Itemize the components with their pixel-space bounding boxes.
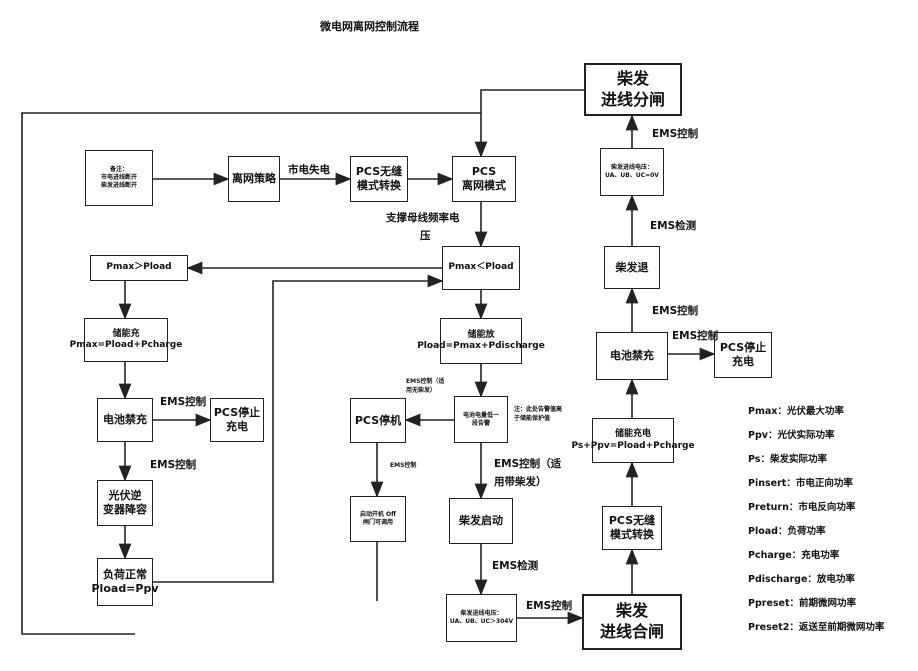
legend-item: Pload：负荷功率	[748, 526, 826, 537]
load-normal-box: 负荷正常 Pload=Ppv	[92, 558, 159, 606]
ems-control-close-label: EMS控制	[526, 600, 573, 612]
diesel-exit-box: 柴发退	[604, 246, 660, 289]
ems-detect-label-2: EMS检测	[650, 220, 697, 232]
ems-detect-label-1: EMS检测	[492, 560, 539, 572]
pcs-offgrid-mode-box: PCS 离网模式	[452, 156, 516, 202]
diesel-start-box: 柴发启动	[449, 498, 513, 544]
legend-item: Preset2：返送至前期微网功率	[748, 622, 885, 633]
legend-item: Ppv：光伏实际功率	[748, 430, 835, 441]
diagram-title: 微电网离网控制流程	[320, 20, 419, 33]
ems-control-label-a: EMS控制	[160, 396, 207, 408]
legend-item: Pmax：光伏最大功率	[748, 406, 844, 417]
pcs-seamless-switch-box-2: PCS无缝 模式转换	[602, 506, 662, 550]
legend-item: Ps：柴发实际功率	[748, 454, 827, 465]
storage-charge-box: 储能充 Pmax=Pload+Pcharge	[70, 318, 182, 362]
ems-control-with-diesel-label-2: 用带柴发）	[494, 476, 547, 488]
legend-item: Pdischarge：放电功率	[748, 574, 855, 585]
ems-control-right-1: EMS控制	[652, 305, 699, 317]
pmax-lt-pload-box: Pmax＜Pload	[442, 246, 520, 290]
battery-no-charge-box: 电池禁充	[97, 398, 153, 442]
support-bus-label-2: 压	[420, 230, 431, 242]
legend-item: Preturn：市电反向功率	[748, 502, 856, 513]
pcs-shutdown-box: PCS停机	[350, 398, 406, 443]
ems-control-with-diesel-label: EMS控制（适	[494, 458, 562, 470]
restart-box: 启动开机 Off 闸门可调用	[350, 496, 406, 542]
diesel-voltage-zero-box: 柴发进线电压： UA、UB、UC=0V	[600, 148, 664, 196]
storage-discharge-box: 储能放 Pload=Pmax+Pdischarge	[417, 318, 545, 364]
ems-control-label-b: EMS控制	[150, 459, 197, 471]
legend: Pmax：光伏最大功率 Ppv：光伏实际功率 Ps：柴发实际功率 Pinsert…	[748, 400, 884, 640]
note-box: 备注： 市电进线断开 柴发进线断开	[85, 150, 153, 206]
ems-control-label-tiny: EMS控制	[390, 462, 417, 469]
pv-inverter-derate-box: 光伏逆 变器降容	[97, 480, 153, 526]
support-bus-label: 支撑母线频率电	[386, 212, 460, 224]
pcs-seamless-switch-box: PCS无缝 模式转换	[350, 156, 408, 202]
diesel-voltage-check-box: 柴发进线电压： UA、UB、UC＞304V	[446, 594, 517, 642]
alarm-note-label: 注：此处告警值高 于储能保护值	[514, 406, 563, 422]
ems-control-right-3: EMS控制	[652, 128, 699, 140]
battery-no-charge-box-2: 电池禁充	[596, 332, 668, 380]
offgrid-strategy-box: 离网策略	[228, 156, 280, 202]
legend-item: Pcharge：充电功率	[748, 550, 840, 561]
ems-control-no-diesel-label: EMS控制（适 用无柴发）	[406, 378, 445, 394]
diesel-close-box: 柴发 进线合闸	[582, 594, 682, 650]
storage-charge-box-2: 储能充电 Ps+Ppv=Pload+Pcharge	[571, 418, 695, 463]
pmax-gt-pload-box: Pmax＞Pload	[90, 255, 188, 281]
ems-control-right-2: EMS控制	[672, 330, 719, 342]
legend-item: Ppreset：前期微网功率	[748, 598, 857, 609]
diesel-open-box: 柴发 进线分闸	[584, 63, 682, 116]
legend-item: Pinsert：市电正向功率	[748, 478, 853, 489]
grid-loss-label: 市电失电	[288, 164, 330, 176]
pcs-stop-charge-box: PCS停止 充电	[210, 398, 264, 442]
pcs-stop-charge-box-2: PCS停止 充电	[714, 332, 772, 378]
battery-low-alarm-box: 电池电量低一 段告警	[454, 396, 508, 443]
